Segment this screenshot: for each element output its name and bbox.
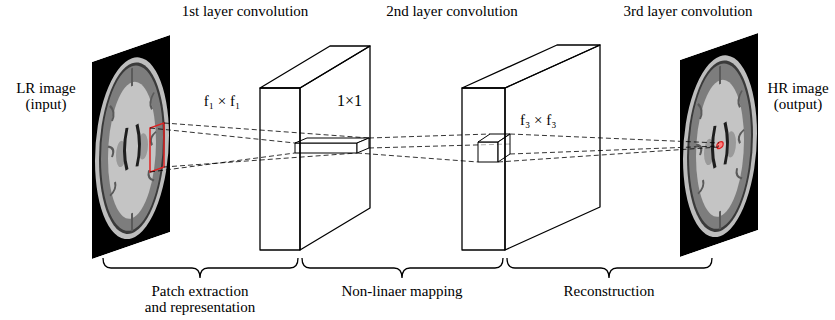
filter-size-label: f₁ × f₁	[204, 93, 240, 109]
cuboid-face	[505, 45, 600, 250]
cuboid-face	[462, 45, 600, 88]
cuboid-face	[260, 88, 300, 250]
lr-brain-image	[92, 35, 170, 259]
cuboid-face	[260, 46, 370, 88]
stage-label: Non-linaer mapping	[341, 283, 462, 299]
cuboid-outline	[260, 46, 370, 250]
conv-layer-block: 1×1	[260, 46, 370, 250]
stage-brackets	[103, 258, 712, 278]
image-caption: LR image (input)	[14, 80, 78, 112]
output-pixel	[717, 141, 723, 150]
cuboid-face	[300, 46, 370, 250]
conv-layer-block: f₃ × f₃	[462, 45, 600, 250]
filter-prism	[295, 138, 369, 153]
hr-brain-image	[680, 33, 758, 257]
projection-lines	[150, 123, 719, 172]
stage-label: Reconstruction	[564, 283, 655, 299]
stage-label: Patch extraction and representation	[143, 283, 258, 315]
layer-heading: 3rd layer convolution	[623, 3, 752, 19]
image-caption: HR image (output)	[765, 80, 831, 112]
filter-size-label: f₃ × f₃	[520, 112, 556, 129]
filter-size-label: 1×1	[337, 92, 362, 110]
layer-heading: 2nd layer convolution	[386, 3, 518, 19]
cuboid-face	[462, 88, 505, 250]
patch-outline	[150, 123, 164, 172]
cuboid-outline	[462, 45, 600, 250]
layer-heading: 1st layer convolution	[182, 3, 309, 19]
